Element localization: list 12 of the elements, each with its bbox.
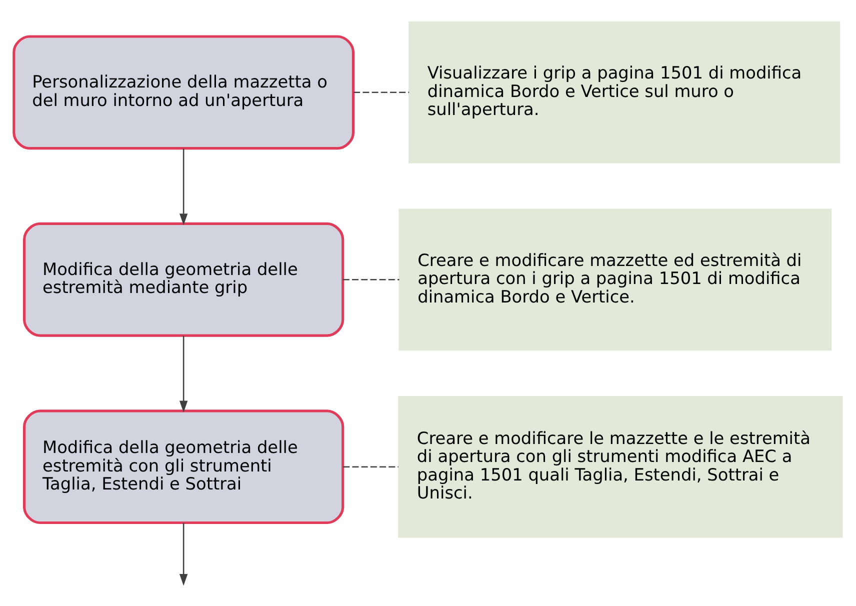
connector xyxy=(343,466,398,467)
node-box: Creare e modificare le mazzette e le estremità di apertura con gli strumenti modifica AEC a pagina 1501 quali Taglia, Estendi, Sottrai e Unisci. xyxy=(398,396,843,538)
arrow xyxy=(179,522,188,586)
connector xyxy=(342,278,400,280)
node-box: Modifica della geometria delle estremità mediante grip xyxy=(23,222,344,336)
node-box: Modifica della geometria delle estremità con gli strumenti Taglia, Estendi e Sottrai xyxy=(23,409,344,524)
node-box: Visualizzare i grip a pagina 1501 di modifica dinamica Bordo e Vertice sul muro o sull'apertura. xyxy=(408,21,840,163)
arrow xyxy=(179,335,188,412)
arrow xyxy=(179,148,188,225)
connector xyxy=(354,91,410,93)
node-box: Personalizzazione della mazzetta o del muro intorno ad un'apertura xyxy=(12,34,355,150)
node-box: Creare e modificare mazzette ed estremità di apertura con i grip a pagina 1501 di modifica dinamica Bordo e Vertice. xyxy=(398,208,832,350)
